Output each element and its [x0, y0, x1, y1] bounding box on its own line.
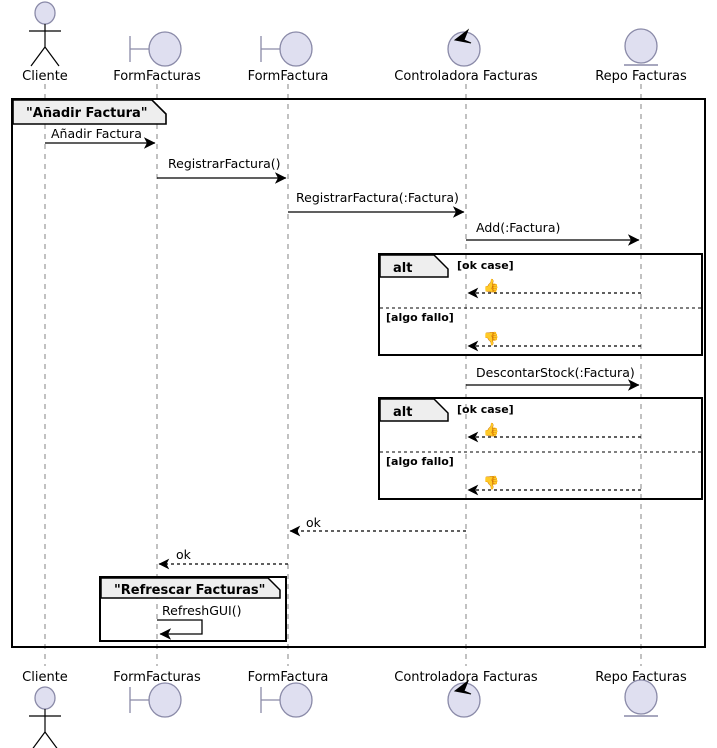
boundary-icon [148, 31, 182, 67]
actor-left-leg [30, 46, 46, 67]
self-message-label: RefreshGUI() [162, 603, 241, 618]
message-label: ok [306, 515, 322, 530]
message-registrarfactura[interactable]: RegistrarFactura() [157, 156, 287, 184]
fragment-alt-2-header-tab [379, 398, 449, 422]
message-return-fail-1[interactable]: 👎 [467, 331, 641, 352]
participant-label-formfactura-top: FormFactura [248, 69, 329, 84]
self-message-refreshgui[interactable]: RefreshGUI() [157, 603, 241, 640]
participant-label-formfacturas-top: FormFacturas [113, 69, 201, 84]
thumbs-down-icon: 👎 [483, 475, 499, 491]
message-label: DescontarStock(:Factura) [476, 365, 635, 380]
participant-formfacturas-top[interactable]: FormFacturas [113, 31, 201, 84]
message-label: Añadir Factura [51, 126, 142, 141]
participants-top: Cliente FormFacturas FormFactura Control… [22, 1, 687, 84]
message-label: Add(:Factura) [476, 220, 560, 235]
fragment-alt-2-guard-1: [ok case] [457, 403, 514, 416]
fragment-outer-border [11, 98, 706, 648]
control-icon-arrow [453, 28, 472, 44]
participant-repo-facturas-top[interactable]: Repo Facturas [595, 28, 687, 84]
fragment-alt-1[interactable]: alt [ok case] [algo fallo] [378, 253, 703, 356]
actor-right-leg [44, 46, 60, 67]
message-label: RegistrarFactura() [168, 156, 281, 171]
participant-label-cliente-bottom: Cliente [22, 670, 68, 685]
boundary-icon [148, 682, 182, 718]
fragment-alt-2-operator: alt [393, 405, 412, 420]
participant-cliente-top[interactable]: Cliente [22, 1, 68, 84]
messages-group: Añadir Factura RegistrarFactura() Regist… [45, 126, 641, 570]
message-return-ok-2[interactable]: 👍 [467, 422, 641, 443]
fragment-outer-header-tab [12, 99, 167, 125]
participant-label-repo-facturas-bottom: Repo Facturas [595, 670, 687, 685]
participant-label-formfacturas-bottom: FormFacturas [113, 670, 201, 685]
participant-controladora-facturas-bottom[interactable]: Controladora Facturas [394, 670, 538, 718]
message-return-ok-formfacturas[interactable]: ok [158, 547, 288, 570]
participants-bottom: Cliente FormFacturas FormFactura Control… [22, 670, 687, 748]
boundary-icon [279, 682, 313, 718]
entity-icon [624, 28, 658, 64]
actor-icon [34, 1, 56, 25]
thumbs-up-icon: 👍 [483, 278, 499, 294]
message-return-ok-formfactura[interactable]: ok [289, 515, 466, 537]
message-descontarstock[interactable]: DescontarStock(:Factura) [466, 365, 640, 391]
fragment-alt-1-guard-2: [algo fallo] [386, 311, 454, 324]
self-message-arrow [157, 619, 203, 640]
fragment-alt-1-border [378, 253, 703, 356]
participant-controladora-facturas-top[interactable]: Controladora Facturas [394, 28, 538, 84]
participant-repo-facturas-bottom[interactable]: Repo Facturas [595, 670, 687, 717]
fragment-refrescar-label: "Refrescar Facturas" [114, 583, 265, 598]
fragment-refrescar-border [99, 576, 287, 642]
fragment-outer-label: "Añadir Factura" [26, 106, 148, 121]
actor-icon [34, 686, 56, 710]
fragment-alt-2-border [378, 397, 703, 500]
fragment-anadir-factura[interactable]: "Añadir Factura" [11, 98, 706, 648]
participant-cliente-bottom[interactable]: Cliente [22, 670, 68, 748]
participant-label-controladora-facturas-top: Controladora Facturas [394, 69, 538, 84]
fragment-refrescar-header-tab [100, 577, 281, 599]
fragment-refrescar-facturas[interactable]: "Refrescar Facturas" RefreshGUI() [99, 576, 287, 642]
message-anadir-factura[interactable]: Añadir Factura [45, 126, 156, 149]
participant-label-controladora-facturas-bottom: Controladora Facturas [394, 670, 538, 685]
participant-formfactura-bottom[interactable]: FormFactura [248, 670, 329, 718]
control-icon-arrow [453, 679, 472, 695]
message-return-ok-1[interactable]: 👍 [467, 278, 641, 299]
participant-formfacturas-bottom[interactable]: FormFacturas [113, 670, 201, 718]
fragment-alt-1-operator: alt [393, 261, 412, 276]
participant-label-formfactura-bottom: FormFactura [248, 670, 329, 685]
boundary-icon [279, 31, 313, 67]
participant-label-cliente-top: Cliente [22, 69, 68, 84]
participant-label-repo-facturas-top: Repo Facturas [595, 69, 687, 84]
fragment-alt-1-guard-1: [ok case] [457, 259, 514, 272]
message-return-fail-2[interactable]: 👎 [467, 475, 641, 496]
fragment-alt-2[interactable]: alt [ok case] [algo fallo] [378, 397, 703, 500]
participant-formfactura-top[interactable]: FormFactura [248, 31, 329, 84]
lifelines-group [44, 84, 642, 666]
fragment-alt-2-guard-2: [algo fallo] [386, 455, 454, 468]
message-add-factura[interactable]: Add(:Factura) [466, 220, 640, 246]
message-label: ok [176, 547, 192, 562]
thumbs-up-icon: 👍 [483, 422, 499, 438]
entity-icon [624, 679, 658, 715]
message-label: RegistrarFactura(:Factura) [296, 190, 459, 205]
thumbs-down-icon: 👎 [483, 331, 499, 347]
message-registrarfactura-factura[interactable]: RegistrarFactura(:Factura) [288, 190, 465, 218]
fragment-alt-1-header-tab [379, 254, 449, 278]
